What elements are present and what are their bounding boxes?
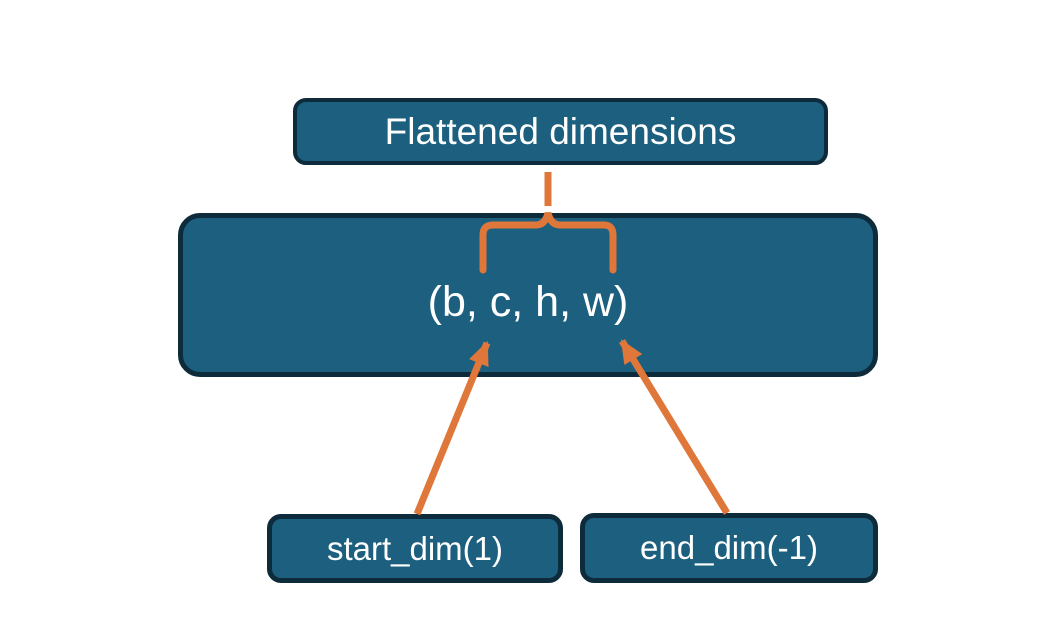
tensor-shape-node: (b, c, h, w): [178, 213, 878, 377]
tensor-shape-label: (b, c, h, w): [427, 277, 629, 326]
flattened-dimensions-label: Flattened dimensions: [384, 110, 737, 152]
start-dim-node: start_dim(1): [267, 514, 563, 583]
flattened-dimensions-node: Flattened dimensions: [293, 98, 828, 165]
end-dim-node: end_dim(-1): [580, 513, 878, 583]
end-dim-label: end_dim(-1): [640, 529, 818, 566]
start-dim-label: start_dim(1): [326, 529, 504, 567]
